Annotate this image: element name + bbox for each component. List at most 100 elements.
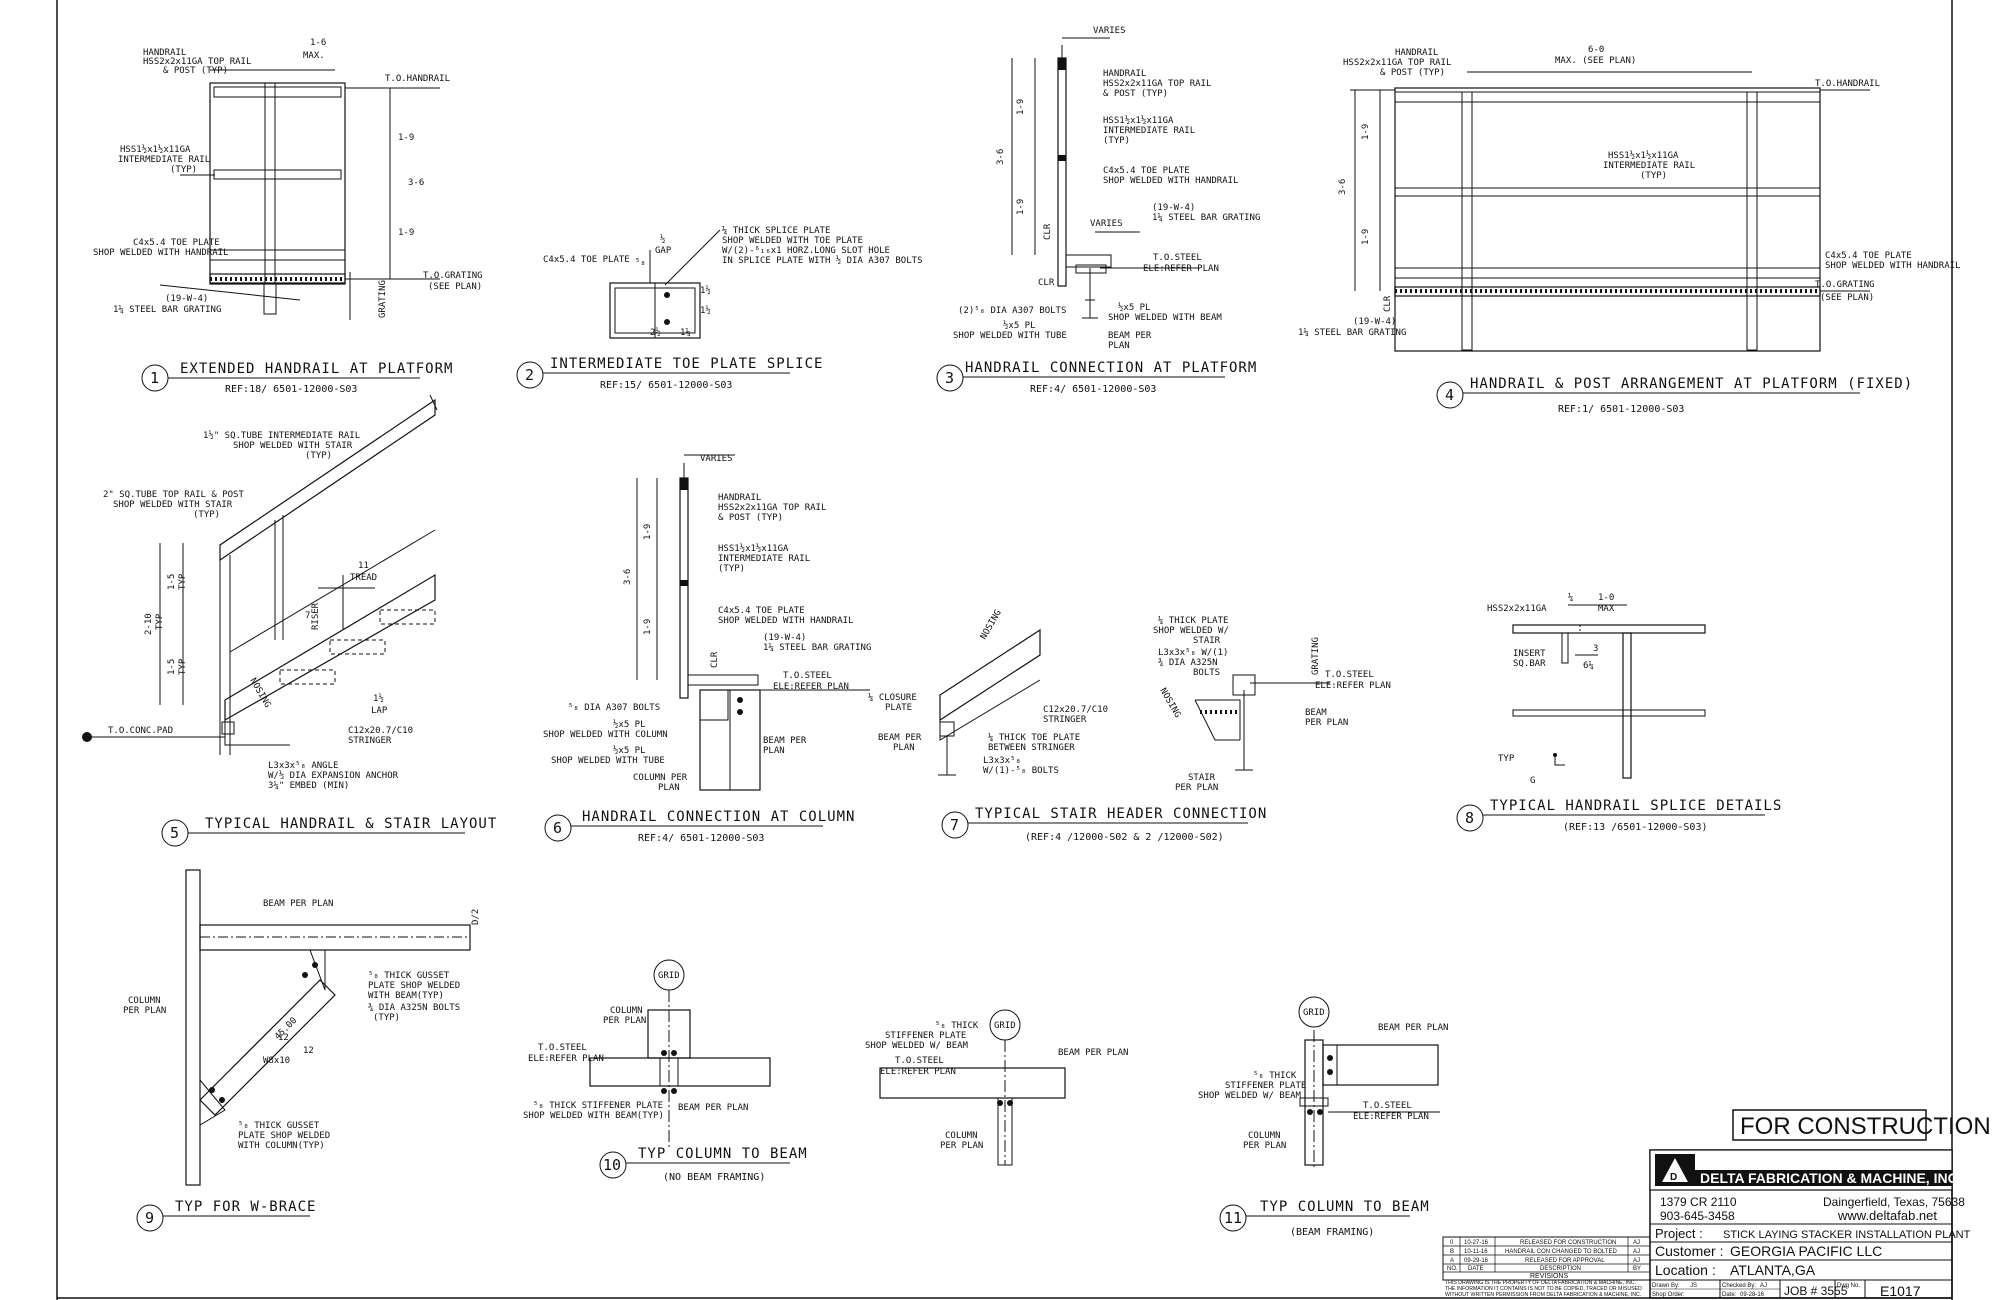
customer-value: GEORGIA PACIFIC LLC: [1730, 1243, 1882, 1259]
svg-text:4: 4: [1445, 386, 1454, 404]
company-phone: 903-645-3458: [1660, 1209, 1735, 1223]
d7-beam-3: BEAM: [1305, 708, 1327, 718]
svg-text:11: 11: [1224, 1209, 1242, 1227]
rev-col-date: DATE: [1468, 1266, 1484, 1272]
detail-6-drawing: [636, 454, 870, 791]
svg-text:9: 9: [145, 1209, 154, 1227]
detail-9-drawing: [185, 869, 471, 1186]
d5-stringer-2: STRINGER: [348, 736, 392, 746]
svg-text:(REF:4 /12000-S02 & 2 /12000-S: (REF:4 /12000-S02 & 2 /12000-S02): [1025, 832, 1224, 843]
d7-nosing2: NOSING: [1157, 687, 1182, 720]
company-name: DELTA FABRICATION & MACHINE, INC.: [1700, 1170, 1962, 1186]
d1-toe-1: C4x5.4 TOE PLATE: [133, 238, 220, 248]
d10-stiff-2: SHOP WELDED WITH BEAM(TYP): [523, 1111, 664, 1121]
d3-top-rail: HSS2x2x11GA TOP RAIL: [1103, 79, 1211, 89]
d3-dim-1-9a: 1-9: [1016, 99, 1026, 115]
rev-row-0-date: 10-27-16: [1464, 1240, 1489, 1246]
dc-to-steel: T.O.STEEL: [895, 1056, 944, 1066]
d5-int-1: 1½" SQ.TUBE INTERMEDIATE RAIL: [203, 430, 360, 441]
d2-splice-3: W/(2)-⁶₁₆x1 HORZ.LONG SLOT HOLE: [722, 246, 890, 256]
detail-3-drawing: [1011, 37, 1200, 319]
svg-text:TYP FOR W-BRACE: TYP FOR W-BRACE: [175, 1199, 316, 1215]
d8-max: MAX: [1598, 604, 1615, 614]
d7-plate-6: BOLTS: [1193, 668, 1220, 678]
d1-see-plan: (SEE PLAN): [428, 282, 482, 292]
d9-s1: 12: [303, 1046, 314, 1056]
d5-typ-b: TYP: [155, 613, 165, 630]
d7-stair-1: STAIR: [1188, 773, 1216, 783]
svg-text:5: 5: [170, 824, 179, 842]
d7-stair-2: PER PLAN: [1175, 783, 1218, 793]
d11-to-steel: T.O.STEEL: [1363, 1101, 1412, 1111]
d4-post: & POST (TYP): [1380, 68, 1445, 78]
d9-col-1: COLUMN: [128, 996, 161, 1006]
rev-row-1-date: 10-11-16: [1464, 1249, 1488, 1255]
d4-to-handrail: T.O.HANDRAIL: [1815, 79, 1880, 89]
date-label: Date:: [1722, 1292, 1737, 1298]
d2-dim-bot2: 1¼: [680, 328, 691, 338]
d5-angle-3: 3¼" EMBED (MIN): [268, 781, 349, 791]
d9-gusset-1: ⁵₈ THICK GUSSET: [368, 971, 450, 981]
detail-2-drawing: [609, 229, 721, 339]
dc-grid-bubble: [989, 1009, 1021, 1041]
detail-title-6: 6 HANDRAIL CONNECTION AT COLUMN REF:4/ 6…: [544, 809, 854, 844]
detail-title-4: 4 HANDRAIL & POST ARRANGEMENT AT PLATFOR…: [1436, 376, 1912, 415]
d3-grat-1: (19-W-4): [1152, 203, 1195, 213]
d4-grat-1: (19-W-4): [1353, 317, 1396, 327]
d1-dim-max: MAX.: [303, 51, 325, 61]
d8-dim-2: 1-0: [1598, 593, 1614, 603]
svg-text:REF:15/ 6501-12000-S03: REF:15/ 6501-12000-S03: [600, 380, 732, 391]
d7-toe-2: BETWEEN STRINGER: [988, 743, 1075, 753]
d8-dim-3: 3: [1593, 644, 1598, 654]
svg-text:TYPICAL HANDRAIL SPLICE DETAIL: TYPICAL HANDRAIL SPLICE DETAILS: [1490, 798, 1782, 814]
detail-title-3: 3 HANDRAIL CONNECTION AT PLATFORM REF:4/…: [936, 360, 1256, 395]
svg-text:THE INFORMATION IT CONTAINS IS: THE INFORMATION IT CONTAINS IS NOT TO BE…: [1445, 1286, 1642, 1292]
svg-text:(BEAM FRAMING): (BEAM FRAMING): [1290, 1227, 1374, 1238]
dc-ele: ELE:REFER PLAN: [880, 1067, 956, 1077]
d7-beam-2: PLAN: [893, 743, 915, 753]
detail-title-11: 11 TYP COLUMN TO BEAM (BEAM FRAMING): [1219, 1199, 1430, 1238]
detail-title-9: 9 TYP FOR W-BRACE: [136, 1199, 316, 1232]
d6-top-rail: HSS2x2x11GA TOP RAIL: [718, 503, 826, 513]
d4-toe-1: C4x5.4 TOE PLATE: [1825, 251, 1912, 261]
d4-dim-3-6: 3-6: [1338, 179, 1348, 195]
d2-dim-r1: 1½: [700, 285, 711, 296]
project-label: Project :: [1655, 1226, 1703, 1241]
d7-ang-1: L3x3x⁵₈: [983, 756, 1021, 766]
svg-text:TYP COLUMN TO BEAM: TYP COLUMN TO BEAM: [1260, 1199, 1430, 1215]
d5-angle-2: W/½ DIA EXPANSION ANCHOR: [268, 770, 399, 781]
svg-text:D: D: [1670, 1172, 1677, 1183]
d10-to-steel: T.O.STEEL: [538, 1043, 587, 1053]
d8-typ: TYP: [1498, 754, 1515, 764]
d7-grating: GRATING: [1311, 637, 1321, 675]
svg-text:REF:18/ 6501-12000-S03: REF:18/ 6501-12000-S03: [225, 384, 357, 395]
svg-text:TYPICAL HANDRAIL & STAIR LAYOU: TYPICAL HANDRAIL & STAIR LAYOUT: [205, 816, 497, 832]
d6-pl-1: ½x5 PL: [613, 719, 646, 730]
d1-int-rail-3: (TYP): [170, 165, 197, 175]
d3-grat-2: 1¼ STEEL BAR GRATING: [1152, 213, 1260, 223]
d6-varies: VARIES: [700, 454, 733, 464]
d7-plate-3: STAIR: [1193, 636, 1221, 646]
d7-plate-2: SHOP WELDED W/: [1153, 626, 1229, 636]
d5-lap: LAP: [371, 706, 388, 716]
detail-title-7: 7 TYPICAL STAIR HEADER CONNECTION (REF:4…: [941, 806, 1266, 843]
detail-10-drawing: [589, 990, 771, 1150]
d9-beam: BEAM PER PLAN: [263, 899, 333, 909]
d1-int-rail-2: INTERMEDIATE RAIL: [118, 155, 210, 165]
d7-closure-1: ¼ CLOSURE: [868, 693, 917, 703]
d6-clr: CLR: [710, 651, 720, 668]
d7-ang-2: W/(1)-⁵₈ BOLTS: [983, 766, 1059, 776]
revisions-table: 0 10-27-16 RELEASED FOR CONSTRUCTION AJ …: [1442, 1236, 1651, 1281]
d9-s2: 12: [278, 1033, 289, 1043]
detail-4-drawing: [1350, 71, 1870, 352]
dc-col-1: COLUMN: [945, 1131, 978, 1141]
d9-gusset-4: ⁵₈ THICK GUSSET: [238, 1121, 320, 1131]
d3-pl-1: ½x5 PL: [1118, 302, 1151, 313]
d6-grat-1: (19-W-4): [763, 633, 806, 643]
d5-tread: TREAD: [350, 573, 377, 583]
d6-pl-4: SHOP WELDED WITH TUBE: [551, 756, 665, 766]
d3-pl-2: SHOP WELDED WITH BEAM: [1108, 313, 1222, 323]
svg-text:REF:1/ 6501-12000-S03: REF:1/ 6501-12000-S03: [1558, 404, 1684, 415]
d6-col-1: COLUMN PER: [633, 773, 688, 783]
d2-dim-bot1: 2½: [650, 327, 661, 338]
